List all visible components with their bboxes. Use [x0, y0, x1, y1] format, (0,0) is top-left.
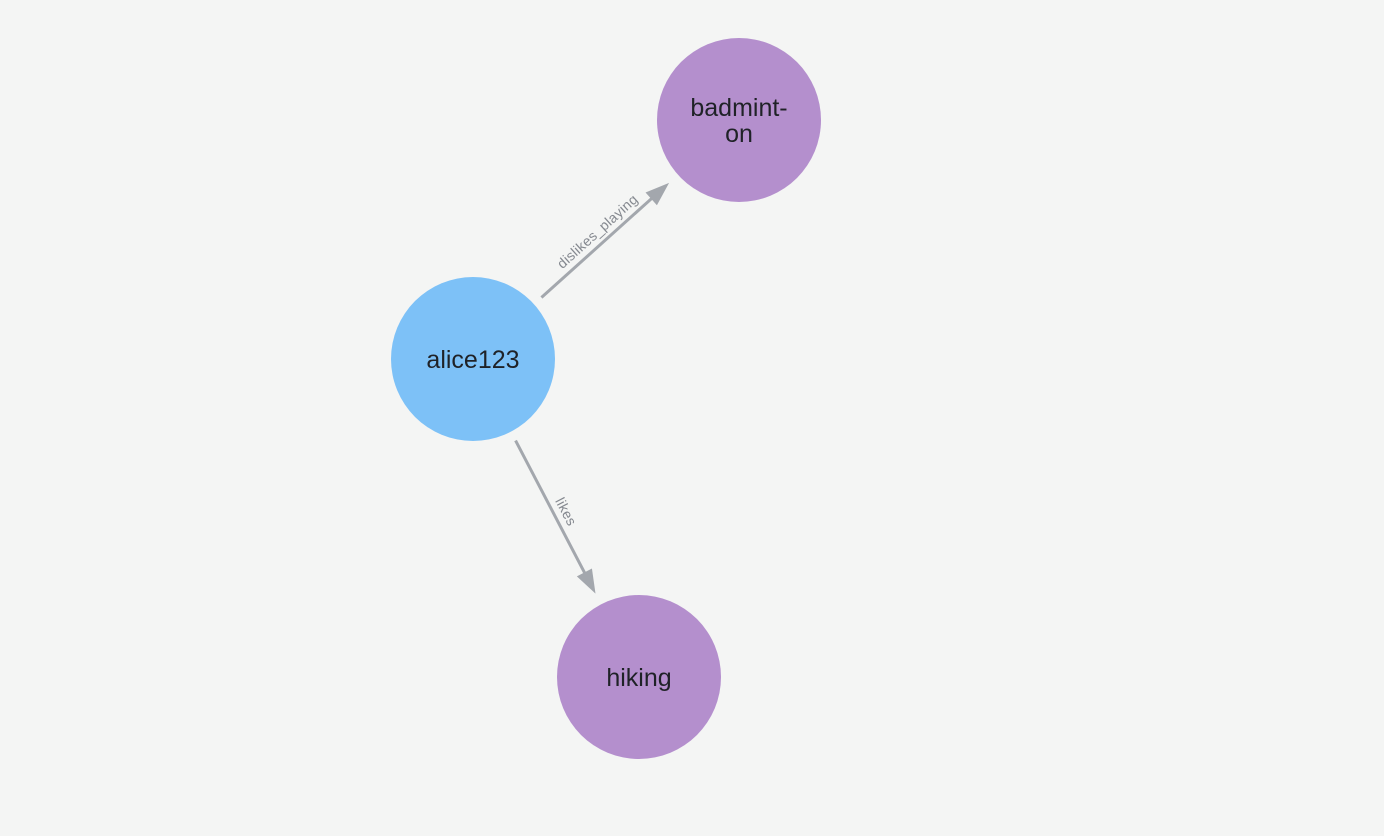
edge-likes[interactable]: likes: [514, 439, 596, 594]
edge-line[interactable]: [514, 439, 588, 577]
node-circle[interactable]: [391, 277, 555, 441]
edge-label: likes: [552, 495, 580, 529]
edge-label: dislikes_playing: [554, 191, 641, 272]
node-badminton[interactable]: badmint-on: [657, 38, 821, 202]
node-alice123[interactable]: alice123: [391, 277, 555, 441]
edge-dislikes_playing[interactable]: dislikes_playing: [540, 182, 670, 299]
edge-line[interactable]: [540, 195, 656, 299]
node-hiking[interactable]: hiking: [557, 595, 721, 759]
node-circle[interactable]: [557, 595, 721, 759]
edge-arrowhead-icon: [645, 182, 670, 206]
node-circle[interactable]: [657, 38, 821, 202]
edge-arrowhead-icon: [576, 568, 596, 594]
